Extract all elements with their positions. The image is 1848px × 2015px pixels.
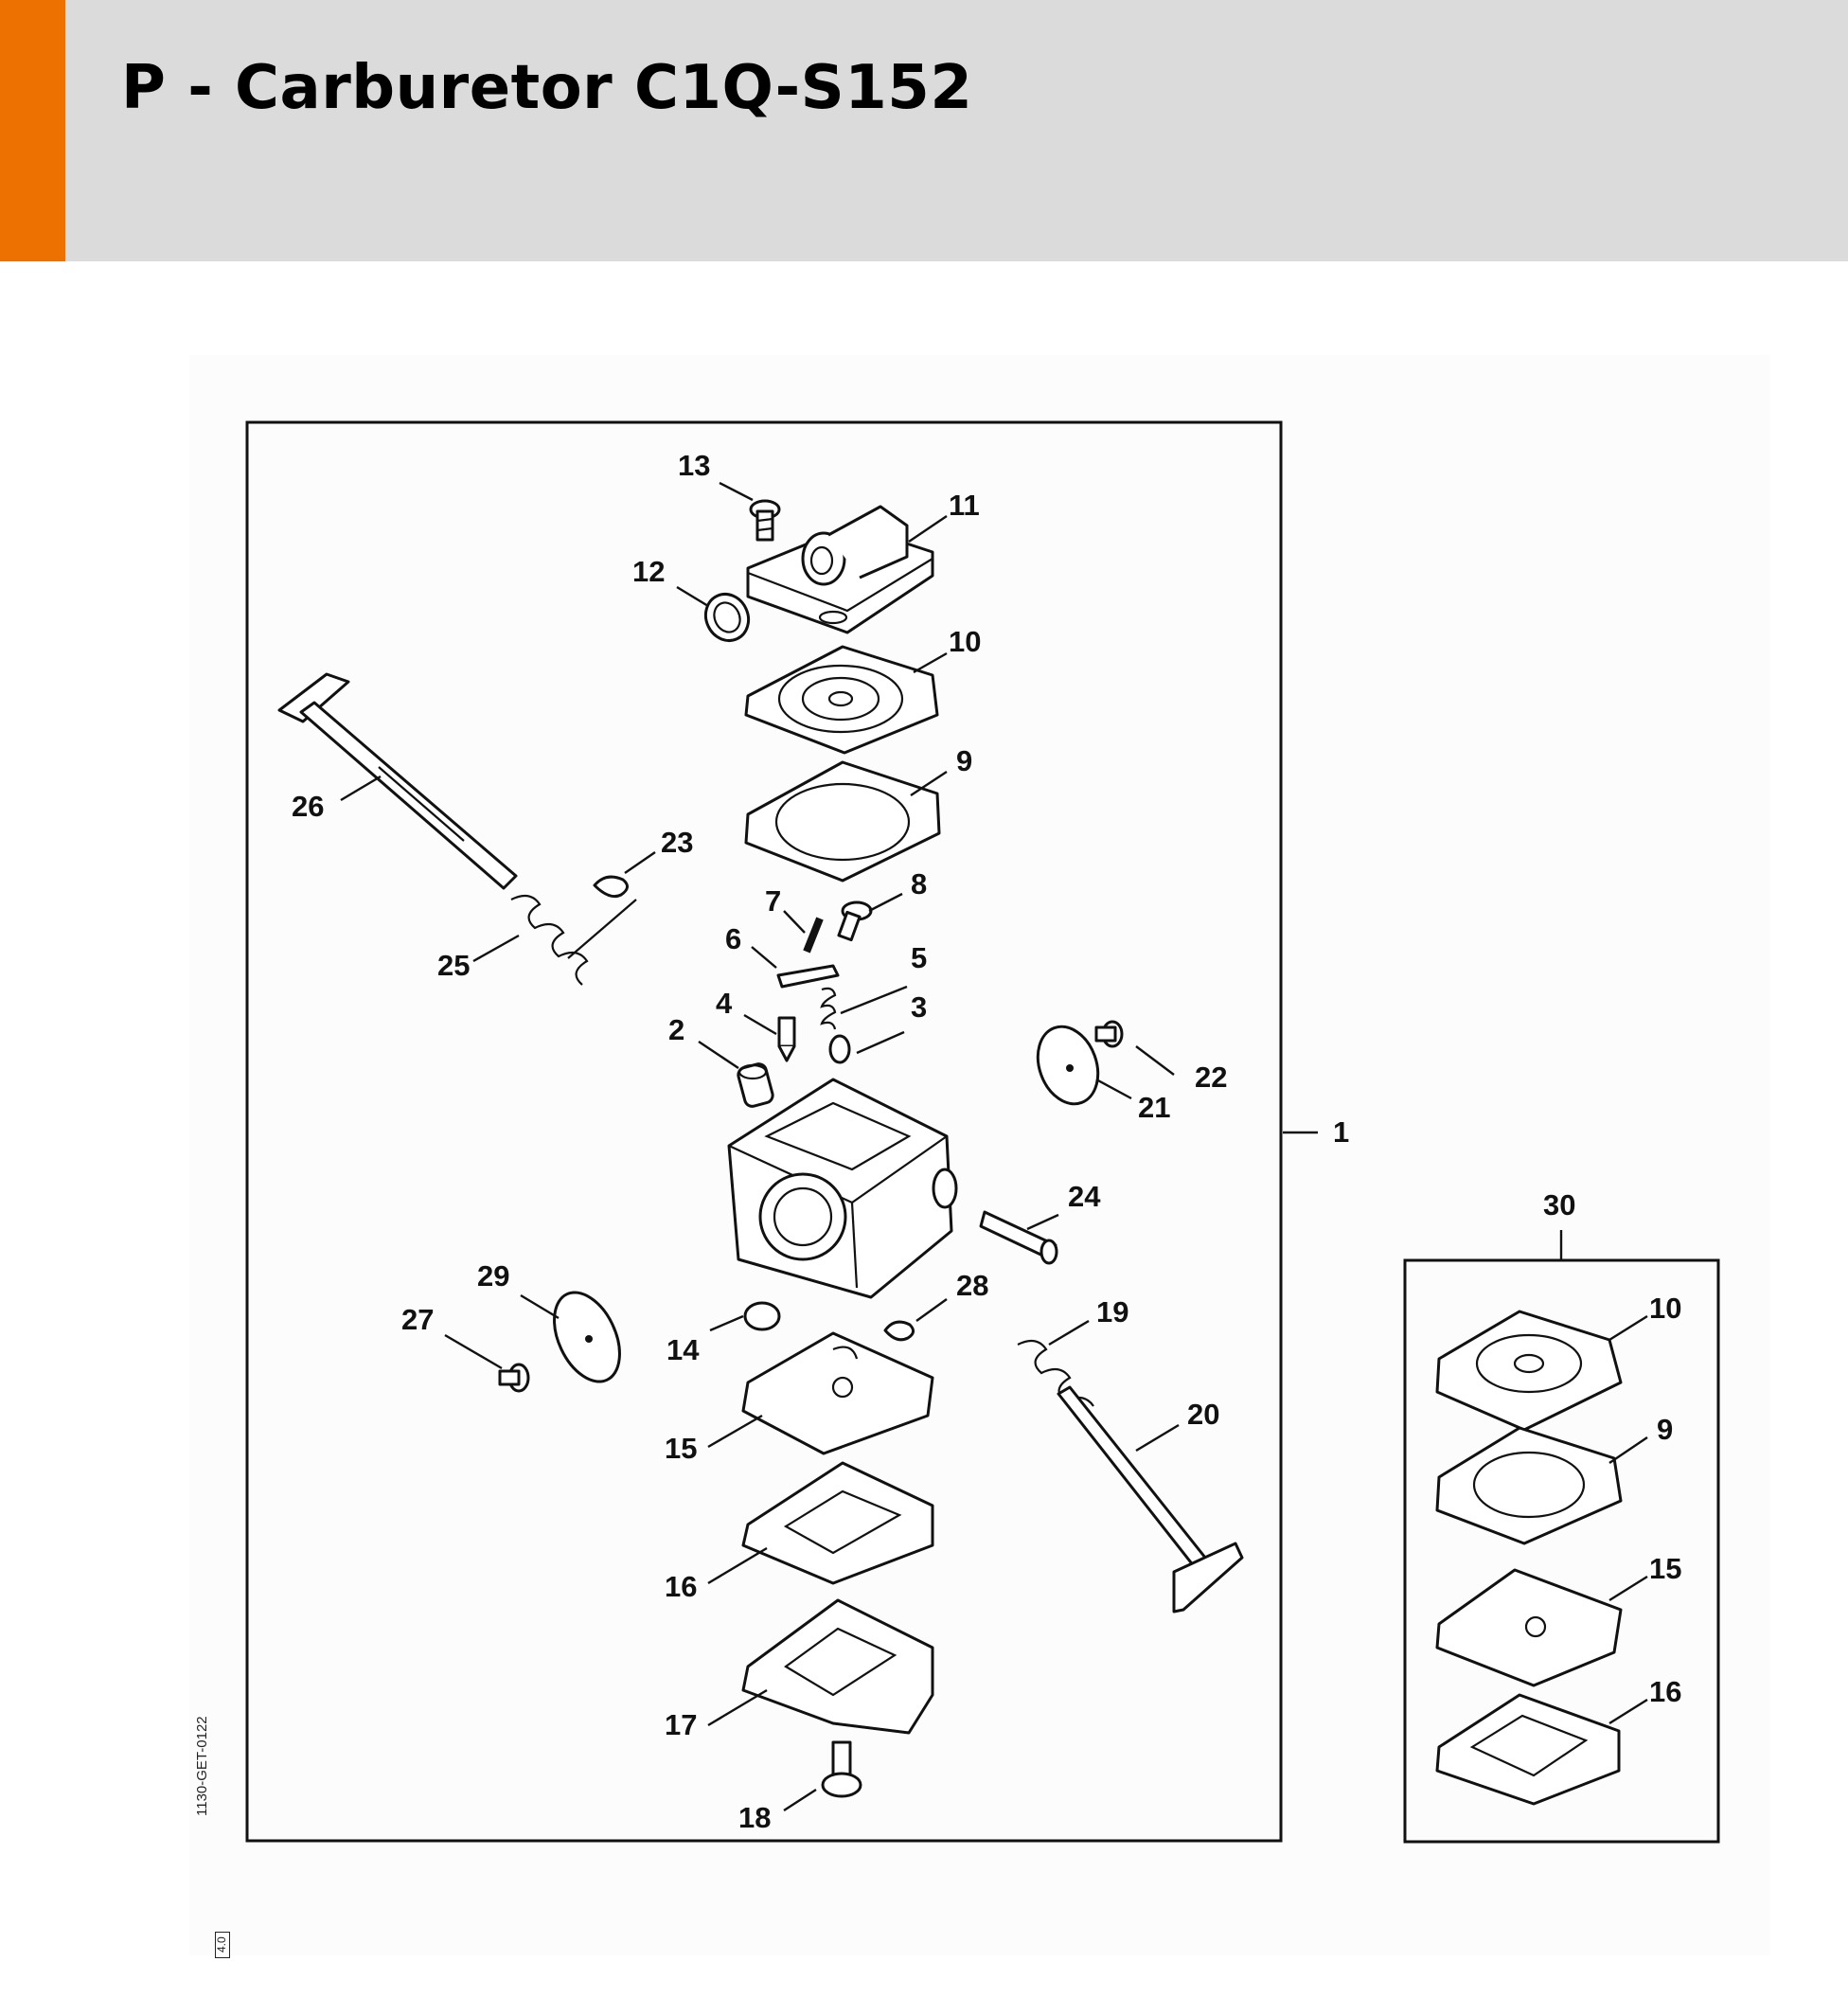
main-assembly-frame — [245, 420, 1283, 1843]
callout-18[interactable]: 18 — [738, 1801, 771, 1834]
callout-16[interactable]: 16 — [665, 1570, 697, 1603]
part-spring-3 — [828, 1034, 851, 1064]
callout-23[interactable]: 23 — [661, 826, 693, 859]
callout-28[interactable]: 28 — [956, 1269, 988, 1302]
part-inlet-needle-4 — [777, 1016, 796, 1062]
callout-26[interactable]: 26 — [292, 790, 324, 823]
callout-22[interactable]: 22 — [1195, 1061, 1227, 1094]
callout-21[interactable]: 21 — [1138, 1091, 1170, 1124]
callout-27[interactable]: 27 — [401, 1303, 434, 1336]
callout-17[interactable]: 17 — [665, 1708, 697, 1741]
part-metering-diaphragm-15 — [741, 1331, 934, 1455]
kit-callout-16[interactable]: 16 — [1649, 1675, 1681, 1708]
callout-repair-kit[interactable]: 30 — [1543, 1188, 1575, 1221]
part-adjusting-screw-24 — [979, 1210, 1058, 1265]
callout-29[interactable]: 29 — [477, 1259, 509, 1293]
callout-14[interactable]: 14 — [666, 1333, 700, 1366]
part-screw-22 — [1094, 1020, 1124, 1048]
page-header: P - Carburetor C1Q-S152 — [0, 0, 1848, 261]
part-screw-27 — [498, 1363, 530, 1393]
callout-5[interactable]: 5 — [911, 941, 927, 974]
callout-15[interactable]: 15 — [665, 1432, 697, 1465]
callout-19[interactable]: 19 — [1096, 1295, 1128, 1328]
callout-4[interactable]: 4 — [716, 987, 733, 1020]
callout-2[interactable]: 2 — [668, 1013, 684, 1046]
callout-10[interactable]: 10 — [949, 625, 981, 658]
part-plug-2 — [737, 1062, 774, 1108]
part-ring-12-inner — [713, 601, 741, 633]
part-carburetor-body — [727, 1078, 958, 1299]
callout-8[interactable]: 8 — [911, 867, 927, 901]
accent-bar — [0, 0, 65, 261]
callout-11[interactable]: 11 — [949, 489, 980, 522]
callout-9[interactable]: 9 — [956, 744, 972, 777]
part-clip-23 — [593, 875, 629, 899]
part-spring-5 — [820, 987, 837, 1030]
part-plate-29-hole — [585, 1335, 593, 1343]
callout-25[interactable]: 25 — [437, 949, 470, 982]
kit-callout-9[interactable]: 9 — [1657, 1413, 1673, 1446]
callout-main-assembly[interactable]: 1 — [1333, 1115, 1349, 1149]
drawing-reference-code: 1130-GET-0122 — [194, 1716, 210, 1816]
drawing-background — [189, 355, 1770, 1955]
part-gasket-16 — [741, 1461, 934, 1585]
part-strainer-14 — [743, 1301, 781, 1331]
leader-lines — [340, 481, 1648, 1812]
part-clip-28 — [883, 1320, 915, 1342]
kit-part-gasket-16 — [1435, 1693, 1621, 1806]
kit-part-gasket-9 — [1435, 1426, 1623, 1545]
callout-20[interactable]: 20 — [1187, 1398, 1219, 1431]
callout-24[interactable]: 24 — [1068, 1180, 1101, 1213]
part-screw-18 — [821, 1740, 862, 1798]
part-pin-7 — [803, 917, 824, 954]
part-screw-8 — [837, 901, 873, 942]
part-lever-6 — [776, 964, 840, 989]
part-pump-cover — [746, 505, 934, 634]
drawing-reference-box: 4.0 — [215, 1932, 230, 1958]
kit-part-diaphragm-10 — [1435, 1310, 1623, 1432]
kit-part-metering-diaphragm-15 — [1435, 1568, 1623, 1687]
callout-13[interactable]: 13 — [678, 449, 710, 482]
callout-12[interactable]: 12 — [632, 555, 665, 588]
kit-callout-15[interactable]: 15 — [1649, 1552, 1681, 1585]
part-screw-13 — [749, 499, 781, 542]
part-spring-25 — [510, 894, 637, 986]
page-title: P - Carburetor C1Q-S152 — [121, 53, 973, 123]
part-spring-19 — [1017, 1339, 1094, 1407]
part-gasket-9 — [744, 760, 941, 883]
part-choke-shaft-20 — [1057, 1385, 1244, 1614]
drawing-reference-box-label: 4.0 — [215, 1936, 228, 1953]
part-throttle-shaft-26 — [277, 672, 518, 890]
part-plate-21-hole — [1066, 1064, 1074, 1072]
part-diaphragm-10 — [744, 645, 939, 755]
callout-6[interactable]: 6 — [725, 922, 741, 955]
callout-7[interactable]: 7 — [765, 884, 781, 918]
kit-callout-10[interactable]: 10 — [1649, 1292, 1681, 1325]
callout-3[interactable]: 3 — [911, 990, 927, 1024]
part-end-cover-17 — [741, 1598, 934, 1735]
